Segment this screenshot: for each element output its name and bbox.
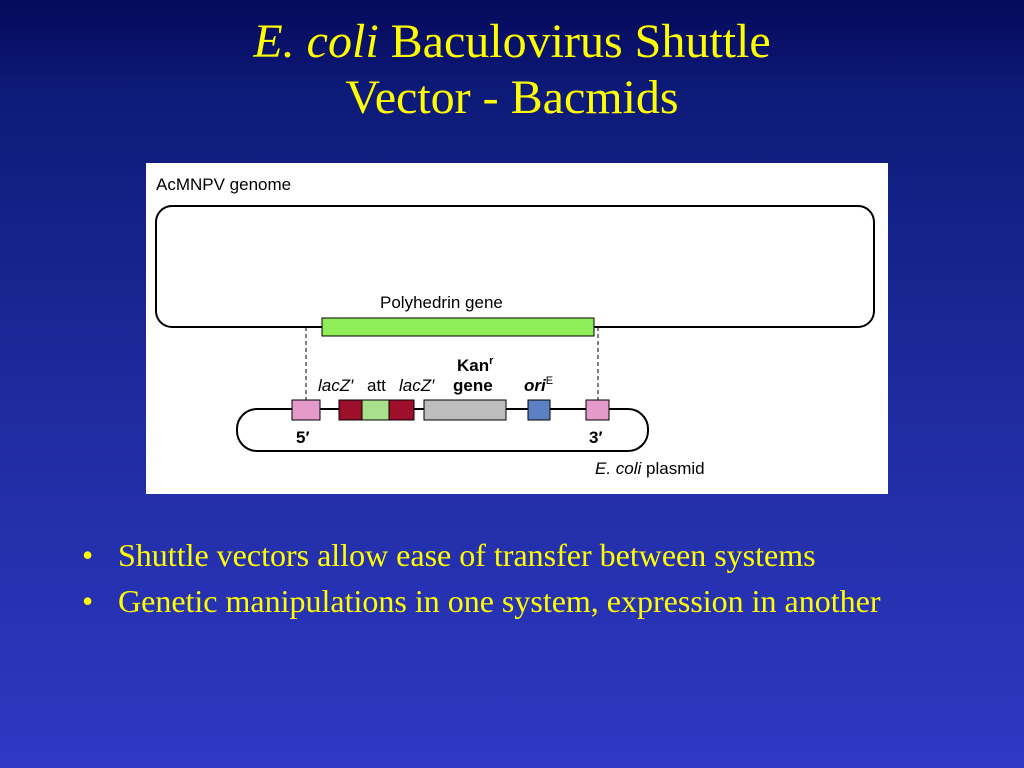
plasmid-label: E. coli plasmid [595, 459, 705, 478]
ori-text: ori [524, 376, 547, 395]
title-line2: Vector - Bacmids [345, 71, 679, 124]
kan-superscript: r [489, 355, 494, 367]
kan-gene-segment [423, 399, 507, 421]
three-prime-flank [585, 399, 610, 421]
bacmid-diagram: AcMNPV genome Polyhedrin gene lacZ′ att … [146, 163, 888, 494]
five-prime-label: 5′ [296, 428, 310, 447]
bullet-item: • Genetic manipulations in one system, e… [82, 584, 982, 618]
bullet-text: Genetic manipulations in one system, exp… [118, 583, 881, 619]
bullet-marker: • [82, 537, 94, 573]
plasmid-label-italic: E. coli [595, 459, 643, 478]
lacz-right-label: lacZ′ [399, 376, 435, 395]
lacz-left-label: lacZ′ [318, 376, 354, 395]
bullet-marker: • [82, 583, 94, 619]
title-italic: E. coli [253, 15, 379, 68]
ori-segment [527, 399, 551, 421]
bullet-item: • Shuttle vectors allow ease of transfer… [82, 538, 982, 572]
lacz-left-segment [338, 399, 363, 421]
bullet-list: • Shuttle vectors allow ease of transfer… [82, 538, 982, 630]
genome-outline [155, 205, 875, 328]
polyhedrin-gene-bar [321, 317, 595, 337]
kan-text: Kan [457, 356, 489, 375]
bacmid-diagram-svg: AcMNPV genome Polyhedrin gene lacZ′ att … [155, 175, 875, 478]
kan-gene-label: gene [453, 376, 493, 395]
five-prime-flank [291, 399, 321, 421]
genome-label: AcMNPV genome [156, 175, 291, 194]
plasmid-label-rest: plasmid [641, 459, 704, 478]
title-line1-rest: Baculovirus Shuttle [378, 15, 771, 68]
three-prime-label: 3′ [589, 428, 603, 447]
kan-label: Kanr [457, 355, 494, 375]
lacz-right-segment [388, 399, 415, 421]
att-segment [361, 399, 390, 421]
bullet-text: Shuttle vectors allow ease of transfer b… [118, 537, 816, 573]
att-label: att [367, 376, 386, 395]
ori-superscript: E [546, 375, 553, 387]
ori-label: oriE [524, 375, 553, 395]
polyhedrin-label: Polyhedrin gene [380, 293, 503, 312]
slide-title: E. coli Baculovirus Shuttle Vector - Bac… [0, 14, 1024, 126]
